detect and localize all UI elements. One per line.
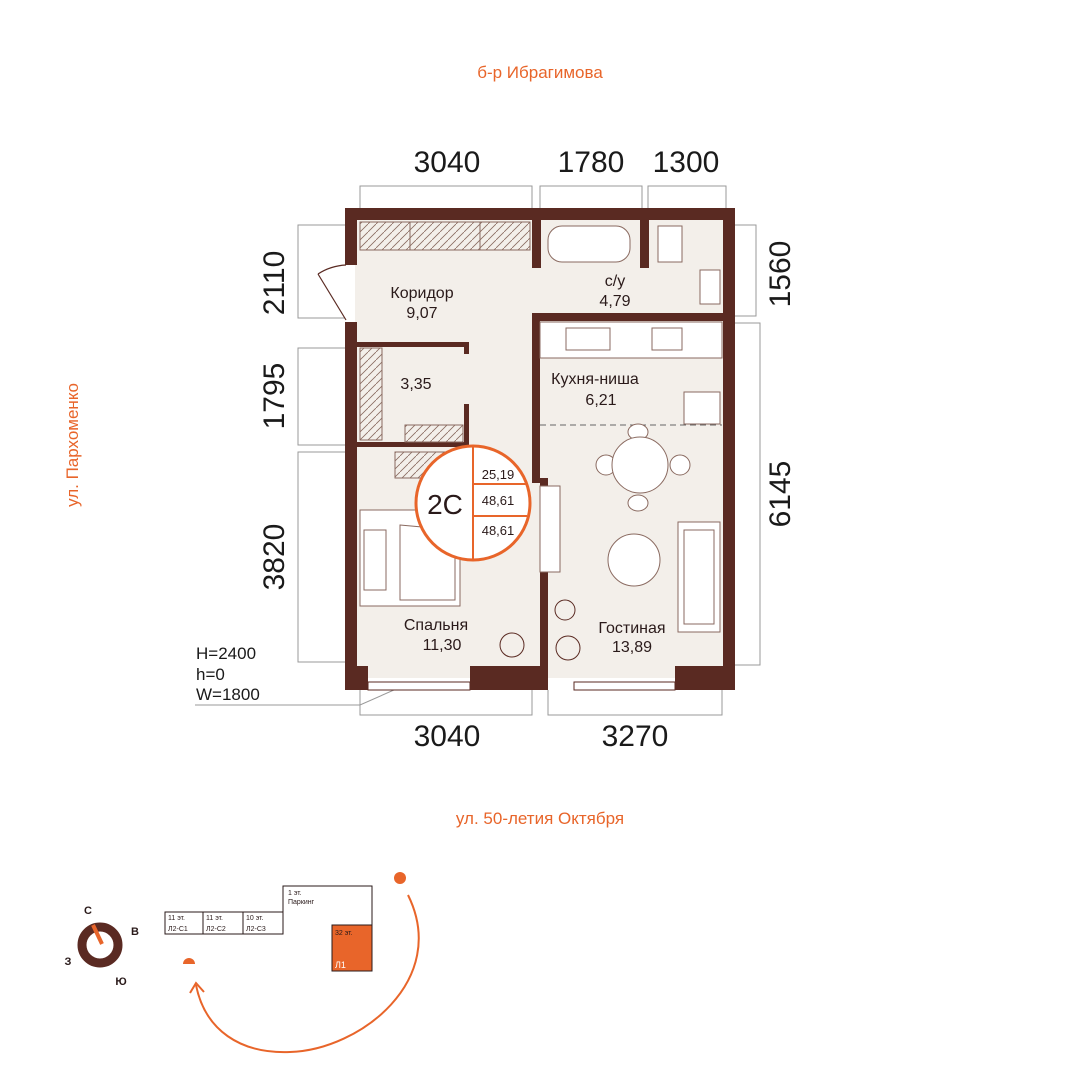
entry-door bbox=[317, 264, 347, 321]
compass-north: С bbox=[84, 905, 92, 917]
dim-left-2: 1795 bbox=[258, 363, 291, 430]
site-block-3-label: Л2-С3 bbox=[246, 926, 266, 933]
badge-area-living: 25,19 bbox=[482, 467, 515, 482]
wardrobe-corridor bbox=[359, 221, 531, 251]
room-bedroom-area: 11,30 bbox=[423, 637, 462, 654]
room-bathroom-area: 4,79 bbox=[599, 293, 630, 310]
living-furniture bbox=[539, 485, 721, 633]
param-W: W=1800 bbox=[196, 685, 260, 704]
compass-east: В bbox=[131, 926, 139, 938]
site-plan: 11 эт. Л2-С1 11 эт. Л2-С2 10 эт. Л2-С3 1… bbox=[164, 885, 373, 972]
sun-path bbox=[183, 872, 420, 1054]
dim-top-2: 1780 bbox=[558, 146, 625, 179]
street-left: ул. Пархоменко bbox=[63, 383, 82, 507]
dim-bottom-2: 3270 bbox=[602, 720, 669, 753]
dim-left-3: 3820 bbox=[258, 524, 291, 591]
dimension-lines bbox=[195, 185, 761, 716]
room-kitchen-area: 6,21 bbox=[585, 392, 616, 409]
dim-right-2: 6145 bbox=[764, 461, 797, 528]
windows bbox=[367, 681, 676, 691]
site-block-3-floors: 10 эт. bbox=[246, 915, 264, 922]
site-block-1-label: Л2-С1 bbox=[168, 926, 188, 933]
room-living-name: Гостиная bbox=[598, 620, 665, 637]
apartment-badge: 2С 25,19 48,61 48,61 bbox=[414, 444, 532, 562]
badge-area-total: 48,61 bbox=[482, 493, 515, 508]
site-block-2-label: Л2-С2 bbox=[206, 926, 226, 933]
site-parking-floors: 1 эт. bbox=[288, 890, 302, 897]
compass: С В Ю З bbox=[65, 905, 139, 988]
kitchen-fixtures bbox=[539, 321, 723, 425]
bathroom-fixtures bbox=[547, 225, 721, 305]
room-bedroom-name: Спальня bbox=[404, 617, 468, 634]
compass-south: Ю bbox=[115, 976, 126, 988]
street-top: б-р Ибрагимова bbox=[477, 63, 603, 82]
site-parking-label: Паркинг bbox=[288, 899, 315, 906]
badge-area-full: 48,61 bbox=[482, 523, 515, 538]
walls bbox=[345, 208, 735, 690]
param-H: H=2400 bbox=[196, 644, 256, 663]
sun-icon bbox=[394, 872, 406, 884]
sunrise-icon bbox=[183, 958, 195, 964]
street-bottom: ул. 50-летия Октября bbox=[456, 809, 624, 828]
plants bbox=[499, 599, 581, 661]
site-block-2-floors: 11 эт. bbox=[206, 915, 223, 922]
param-h: h=0 bbox=[196, 665, 225, 684]
dim-right-1: 1560 bbox=[764, 241, 797, 308]
room-bathroom-name: с/у bbox=[605, 273, 625, 290]
room-corridor-name: Коридор bbox=[390, 285, 453, 302]
room-living-area: 13,89 bbox=[612, 639, 652, 656]
site-tower-label: Л1 bbox=[335, 960, 346, 970]
room-kitchen-name: Кухня-ниша bbox=[551, 371, 639, 388]
dim-left-1: 2110 bbox=[258, 251, 291, 316]
room-storage-area: 3,35 bbox=[400, 376, 431, 393]
badge-type: 2С bbox=[427, 489, 463, 520]
compass-west: З bbox=[65, 956, 72, 968]
site-block-1-floors: 11 эт. bbox=[168, 915, 185, 922]
wardrobe-storage bbox=[359, 347, 383, 441]
wardrobe-storage-2 bbox=[404, 424, 464, 443]
dining-table bbox=[595, 423, 691, 512]
site-tower-floors: 32 эт. bbox=[335, 930, 353, 937]
dim-top-1: 3040 bbox=[414, 146, 481, 179]
dim-top-3: 1300 bbox=[653, 146, 720, 179]
dim-bottom-1: 3040 bbox=[414, 720, 481, 753]
room-corridor-area: 9,07 bbox=[406, 305, 437, 322]
